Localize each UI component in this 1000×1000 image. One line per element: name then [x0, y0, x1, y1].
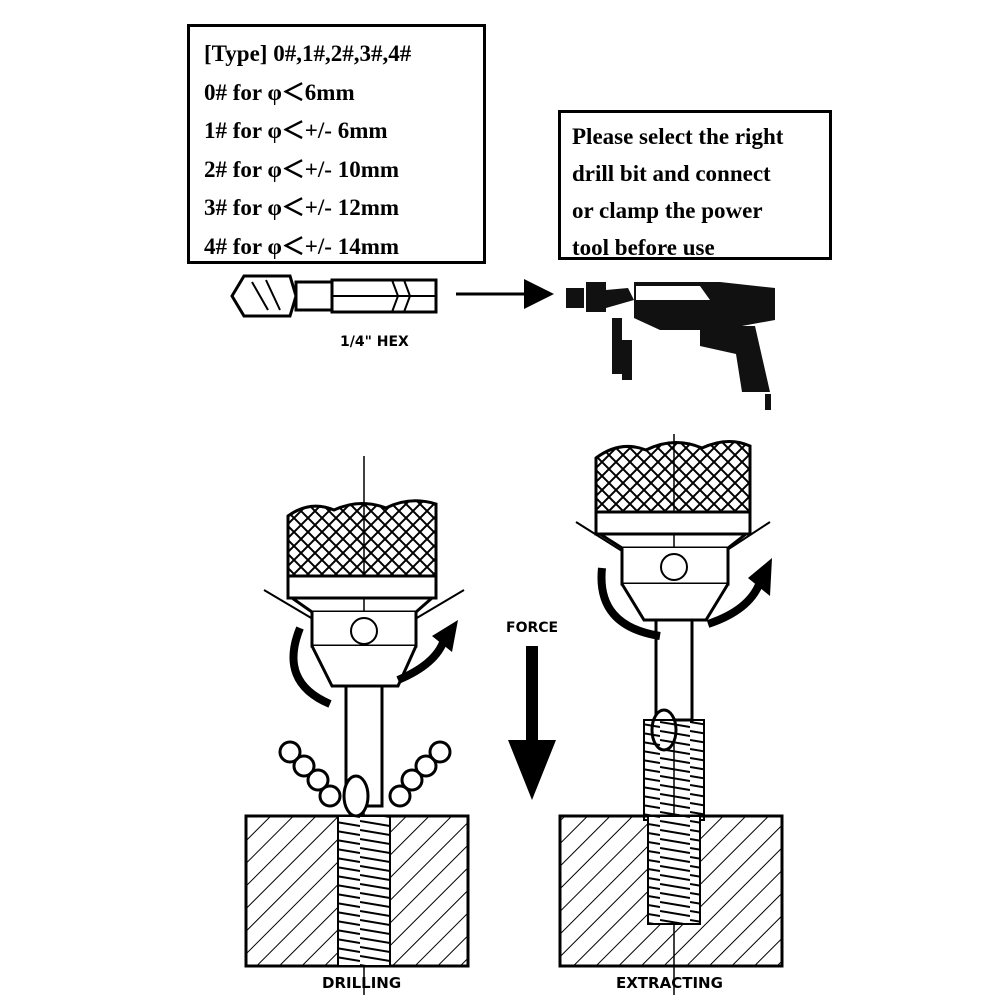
type-heading: [Type] 0#,1#,2#,3#,4# — [204, 41, 412, 66]
extracting-illustration — [558, 434, 784, 995]
power-drill-icon — [566, 282, 775, 410]
note-line: drill bit and connect — [572, 161, 771, 186]
note-line: Please select the right — [572, 124, 784, 149]
force-label: FORCE — [506, 620, 558, 636]
hex-label: 1/4" HEX — [340, 334, 409, 350]
note-line: tool before use — [572, 235, 715, 260]
usage-note-box: Please select the right drill bit and co… — [558, 110, 832, 260]
force-arrow — [508, 646, 556, 800]
type-line-4: 4# for φ＜+/- 14mm — [204, 233, 400, 259]
type-line-3: 3# for φ＜+/- 12mm — [204, 195, 400, 220]
type-line-1: 1# for φ＜+/- 6mm — [204, 118, 388, 143]
type-line-2: 2# for φ＜+/- 10mm — [204, 156, 400, 182]
extractor-bit-illustration — [230, 274, 438, 318]
note-line: or clamp the power — [572, 198, 763, 223]
bit-type-size-box: [Type] 0#,1#,2#,3#,4# 0# for φ＜6mm 1# fo… — [187, 24, 486, 264]
drilling-label: DRILLING — [322, 974, 401, 992]
type-line-0: 0# for φ＜6mm — [204, 79, 355, 105]
drilling-illustration — [244, 456, 470, 995]
extracting-label: EXTRACTING — [616, 974, 723, 992]
